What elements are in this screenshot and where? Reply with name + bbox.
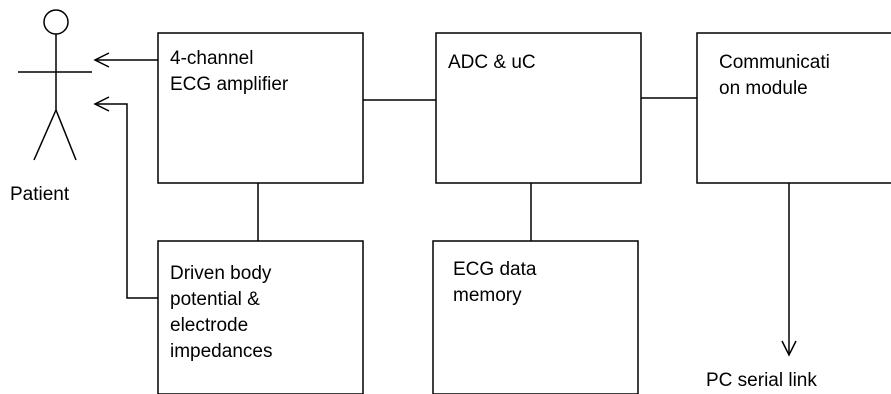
amplifier-box xyxy=(157,32,364,184)
driven-box xyxy=(157,240,364,394)
patient-figure xyxy=(18,9,92,161)
driven-label-line3: electrode xyxy=(170,315,249,336)
driven-label: Driven body potential & electrode impeda… xyxy=(170,261,272,365)
driven-to-patient-line xyxy=(95,103,158,299)
amplifier-label: 4-channel ECG amplifier xyxy=(170,46,288,98)
patient-head xyxy=(43,9,69,35)
driven-to-patient-arrowhead xyxy=(93,96,110,112)
pc-serial-link-label: PC serial link xyxy=(706,370,817,391)
patient-left-leg xyxy=(33,109,57,161)
patient-right-leg xyxy=(55,109,77,161)
memory-box xyxy=(432,240,639,394)
amplifier-label-line1: 4-channel xyxy=(170,48,254,69)
driven-label-line2: potential & xyxy=(170,289,260,310)
adc-label: ADC & uC xyxy=(448,50,536,76)
driven-label-line1: Driven body xyxy=(170,263,272,284)
memory-label-line2: memory xyxy=(453,285,522,306)
adc-box xyxy=(435,32,642,184)
amplifier-label-line2: ECG amplifier xyxy=(170,74,289,95)
memory-label: ECG data memory xyxy=(453,257,536,309)
comm-box xyxy=(696,32,891,184)
comm-label-line1: Communicati xyxy=(719,52,830,73)
amp-to-patient-arrowhead xyxy=(93,52,110,68)
comm-label: Communicati on module xyxy=(719,50,830,102)
patient-label: Patient xyxy=(10,184,70,205)
adc-label-line1: ADC & uC xyxy=(448,52,536,73)
memory-label-line1: ECG data xyxy=(453,259,537,280)
comm-to-pc-arrowhead xyxy=(781,340,797,357)
comm-label-line2: on module xyxy=(719,78,808,99)
driven-label-line4: impedances xyxy=(170,341,273,362)
